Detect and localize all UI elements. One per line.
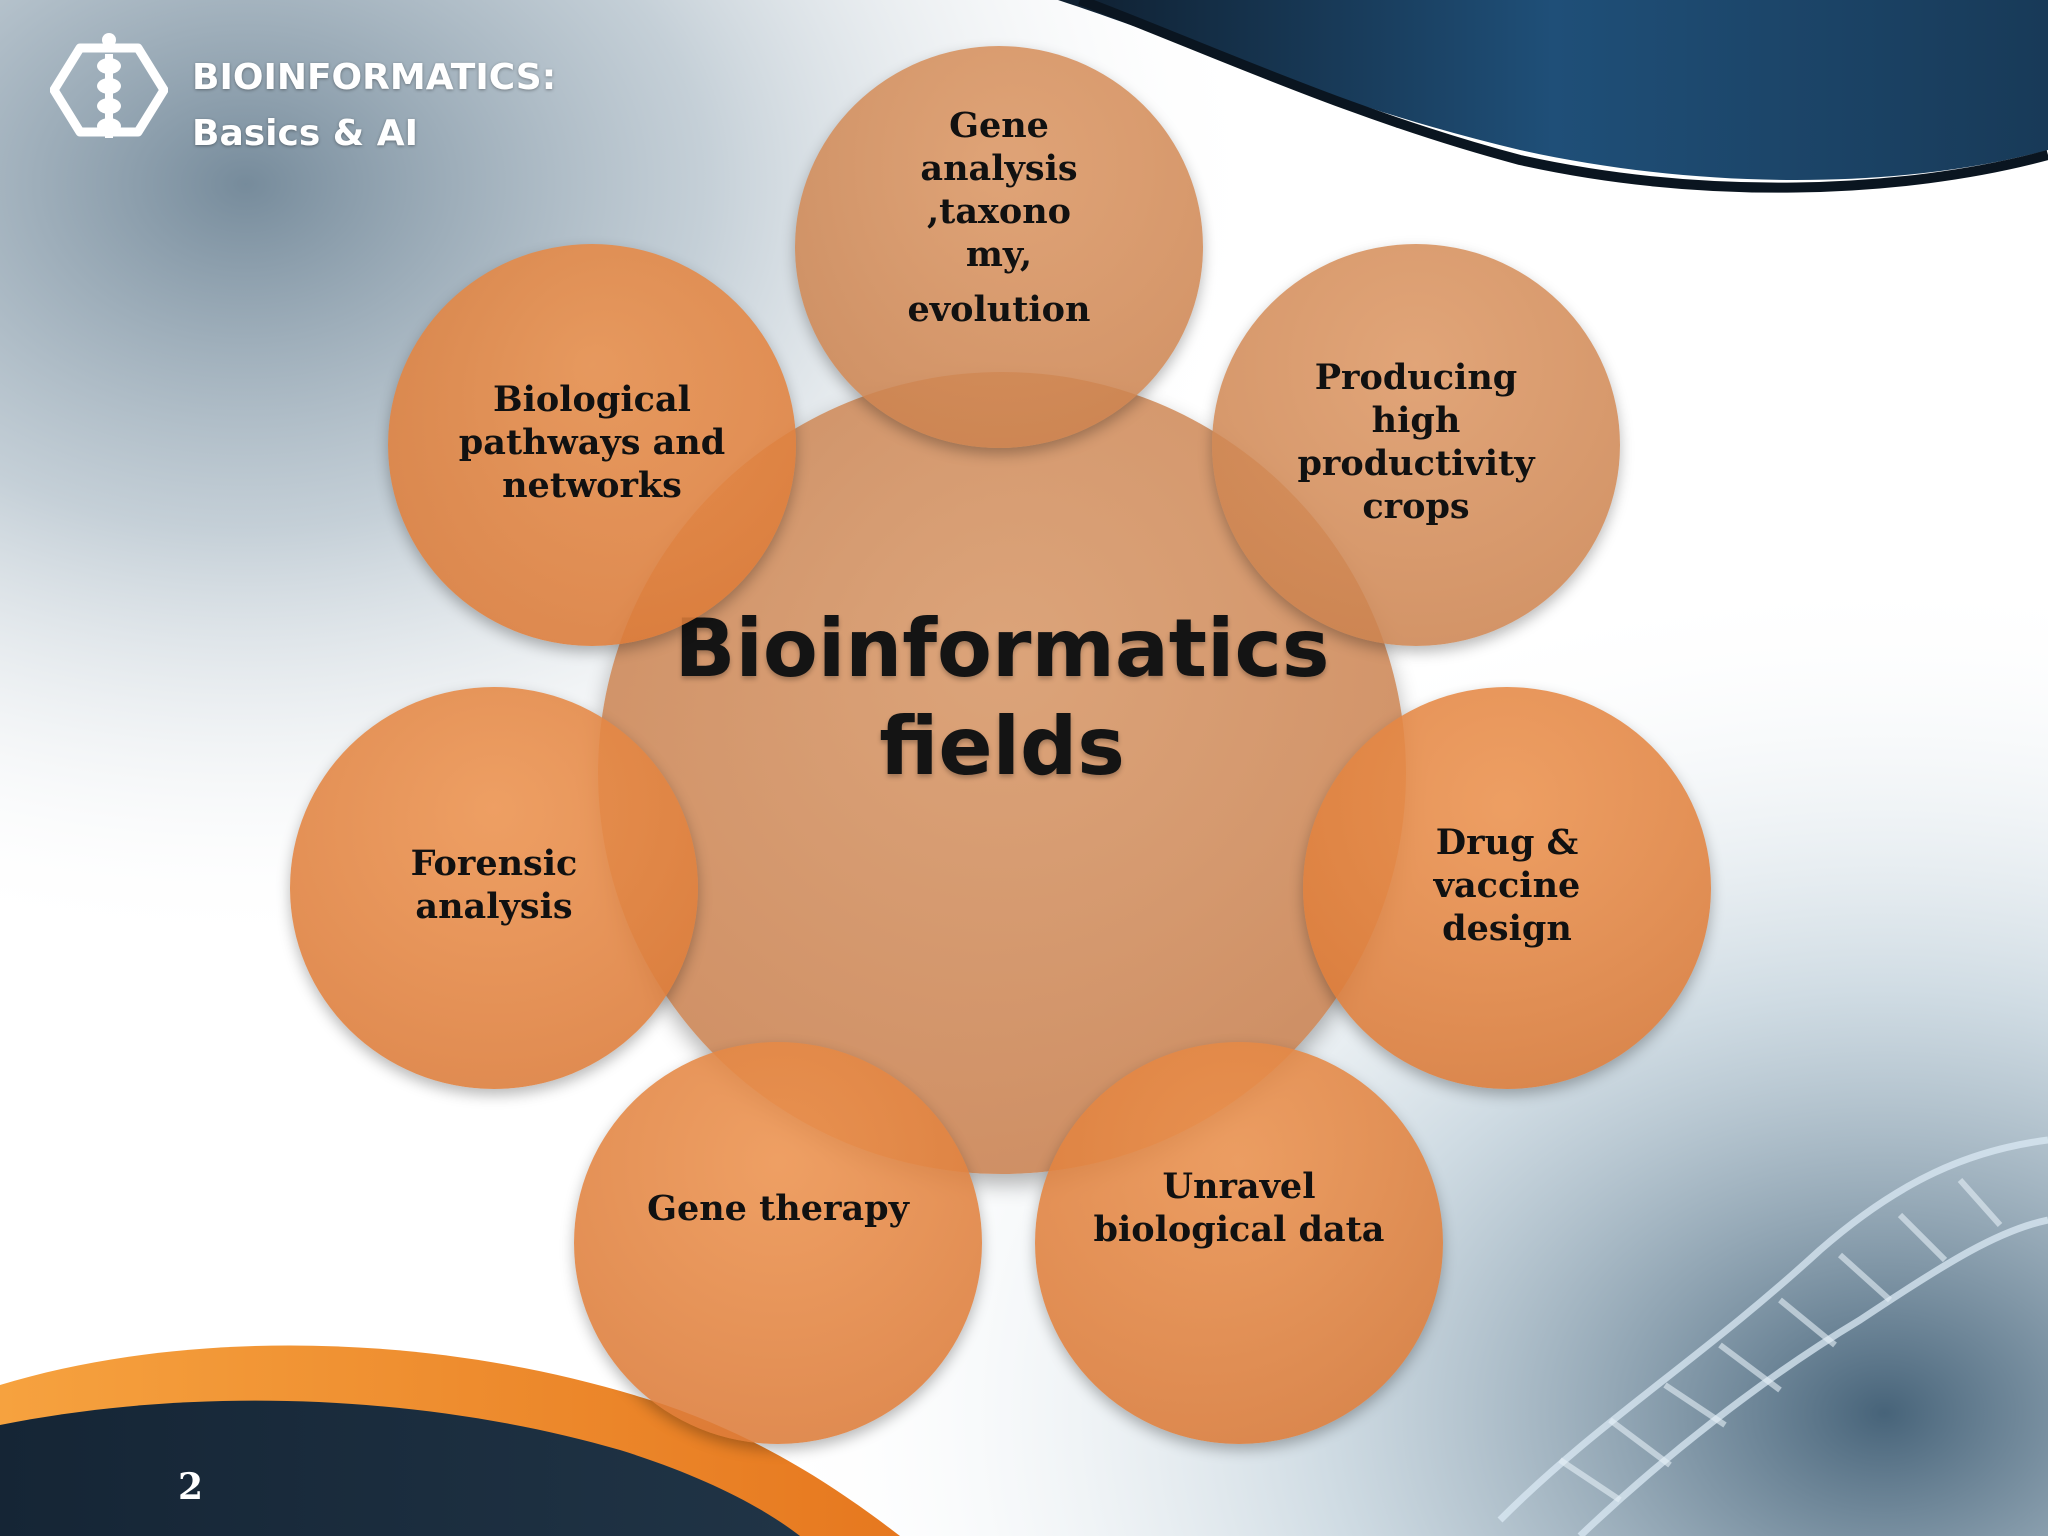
node-drug-vaccine-design: Drug & vaccine design [1303,687,1711,1089]
center-label-line1: Bioinformatics [674,602,1330,695]
node-label-line: Forensic [410,843,578,884]
presentation-title: BIOINFORMATICS: Basics & AI [192,50,556,162]
node-label-line: design [1442,907,1572,949]
node-gene-therapy: Gene therapy [574,1042,982,1444]
node-label-line: Drug & vaccine [1433,821,1581,906]
node-label: Gene therapy [618,1187,938,1230]
node-unravel-biological-data: Unravel biological data [1035,1042,1443,1444]
node-biological-pathways: Biological pathways and networks [388,244,796,646]
presentation-title-line2: Basics & AI [192,113,418,154]
page-number: 2 [178,1466,204,1508]
node-label: Biological pathways and networks [442,378,742,507]
presentation-title-line1: BIOINFORMATICS: [192,57,557,98]
node-label-line: Producing high [1314,357,1518,441]
center-label: Bioinformatics fields [672,600,1332,796]
node-label-line: Biological [493,378,691,420]
node-label-line: Gene therapy [647,1187,909,1229]
dna-hexagon-logo-icon [50,33,168,138]
center-label-line2: fields [879,700,1125,793]
node-label-line: evolution [907,288,1091,330]
node-label: Forensic analysis [344,842,644,928]
node-label-line: biological data [1093,1209,1385,1250]
node-label-line: crops [1362,486,1470,527]
node-label-line: analysis ,taxono [920,147,1078,232]
node-label: Producing high productivity crops [1266,356,1566,528]
node-producing-crops: Producing high productivity crops [1212,244,1620,646]
node-label-line: pathways and [458,421,726,463]
node-label: Gene analysis ,taxono my, evolution [854,104,1144,331]
node-label-line: Unravel [1162,1166,1316,1207]
node-label-line: analysis [415,886,573,927]
node-gene-analysis: Gene analysis ,taxono my, evolution [795,46,1203,448]
node-label-line: Gene [949,104,1049,146]
node-label-line: networks [502,464,682,506]
node-label-line: my, [965,233,1033,275]
node-label-line: productivity [1297,443,1535,484]
node-label: Drug & vaccine design [1357,821,1657,950]
node-forensic-analysis: Forensic analysis [290,687,698,1089]
node-label: Unravel biological data [1089,1165,1389,1251]
